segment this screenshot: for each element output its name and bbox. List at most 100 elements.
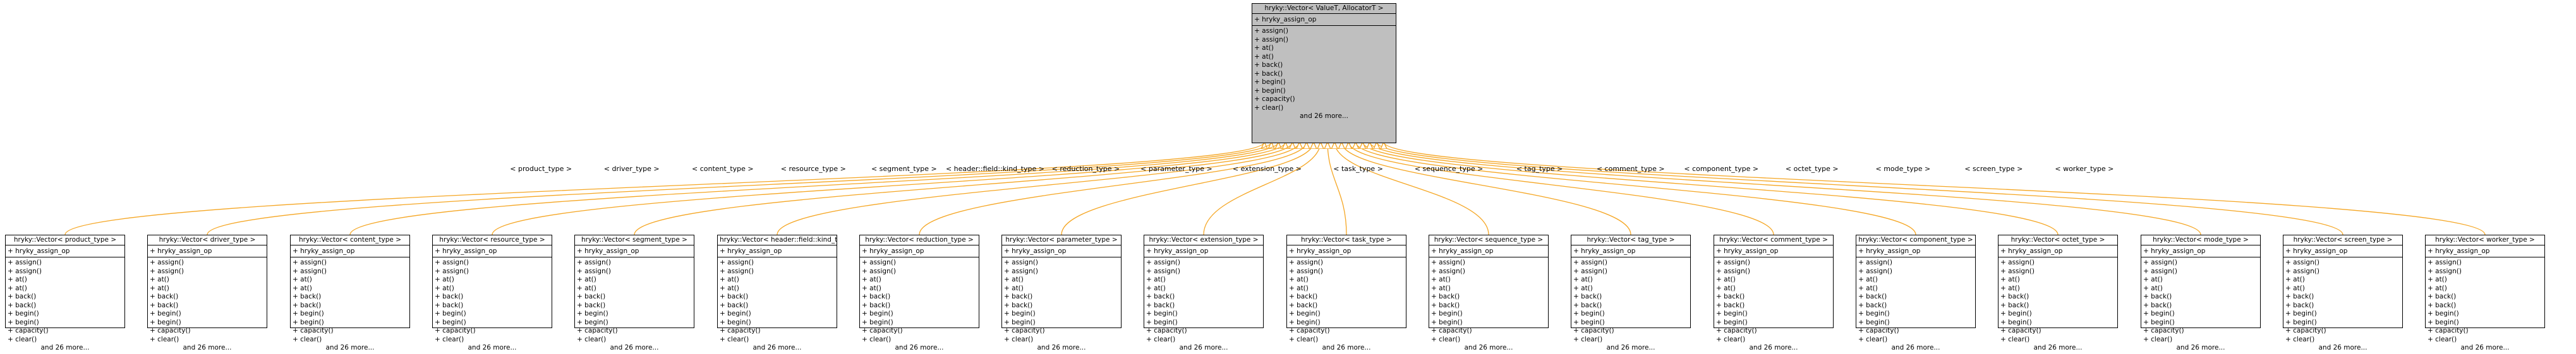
base-class-attribute: + hryky_assign_op [1252,14,1396,26]
derived-class-node[interactable]: hryky::Vector< comment_type >+ hryky_ass… [1714,235,1834,351]
base-class-title: hryky::Vector< ValueT, AllocatorT > [1252,4,1396,14]
derived-class-node[interactable]: hryky::Vector< product_type >+ hryky_ass… [5,235,125,351]
derived-operation: + assign() [1146,267,1180,275]
derived-operation: + assign() [2428,259,2462,266]
derived-operation: + assign() [1716,259,1750,266]
derived-class-title: hryky::Vector< sequence_type > [1429,235,1548,245]
derived-more-label: and 26 more... [1037,344,1086,351]
edge-label: < task_type > [1333,165,1383,173]
derived-class-node[interactable]: hryky::Vector< extension_type >+ hryky_a… [1144,235,1264,351]
derived-operation: + back() [1716,301,1745,309]
derived-class-node[interactable]: hryky::Vector< task_type >+ hryky_assign… [1286,235,1406,351]
derived-operation: + at() [2000,276,2020,283]
inheritance-edge [1061,142,1314,235]
edge-label: < worker_type > [2055,165,2114,173]
derived-operation: + begin() [8,310,39,317]
derived-class-attribute: + hryky_assign_op [1714,245,1833,257]
edge-label: < screen_type > [1964,165,2023,173]
derived-operation: + capacity() [1004,327,1045,334]
derived-more-label: and 26 more... [468,344,517,351]
derived-operation: + begin() [862,318,893,326]
derived-class-title: hryky::Vector< mode_type > [2141,235,2260,245]
derived-operation: + begin() [150,310,181,317]
derived-operation: + capacity() [150,327,191,334]
derived-class-attribute: + hryky_assign_op [1429,245,1548,257]
derived-operation: + capacity() [1431,327,1472,334]
derived-operation: + at() [1573,276,1593,283]
derived-operation: + capacity() [8,327,49,334]
derived-class-title: hryky::Vector< reduction_type > [860,235,979,245]
derived-operation: + at() [577,284,596,292]
derived-class-title: hryky::Vector< product_type > [6,235,124,245]
derived-operation: + begin() [293,318,324,326]
derived-class-attribute: + hryky_assign_op [1002,245,1121,257]
base-operation: + back() [1254,61,1283,69]
derived-operation: + begin() [2000,310,2032,317]
derived-operation: + at() [1004,276,1024,283]
derived-operation: + clear() [1573,335,1603,343]
derived-class-node[interactable]: hryky::Vector< octet_type >+ hryky_assig… [1998,235,2118,351]
derived-operation: + begin() [577,318,608,326]
derived-class-operations: + assign()+ assign()+ at()+ at()+ back()… [1571,257,1690,354]
derived-class-title: hryky::Vector< header::field::kind_type … [718,235,837,245]
derived-operation: + at() [2285,284,2305,292]
derived-class-node[interactable]: hryky::Vector< reduction_type >+ hryky_a… [859,235,979,351]
derived-operation: + back() [1573,301,1602,309]
derived-operation: + at() [1858,284,1878,292]
derived-operation: + back() [1289,293,1318,300]
derived-class-node[interactable]: hryky::Vector< parameter_type >+ hryky_a… [1001,235,1122,351]
derived-operation: + back() [293,293,322,300]
derived-class-node[interactable]: hryky::Vector< sequence_type >+ hryky_as… [1429,235,1549,351]
derived-class-node[interactable]: hryky::Vector< segment_type >+ hryky_ass… [574,235,694,351]
inheritance-diagram: hryky::Vector< ValueT, AllocatorT > + hr… [5,3,2545,351]
derived-operation: + back() [720,301,749,309]
derived-class-attribute: + hryky_assign_op [6,245,124,257]
derived-operation: + back() [435,301,464,309]
derived-class-attribute: + hryky_assign_op [860,245,979,257]
derived-operation: + capacity() [293,327,334,334]
derived-operation: + at() [150,276,169,283]
derived-class-operations: + assign()+ assign()+ at()+ at()+ back()… [1856,257,1975,354]
derived-operation: + assign() [435,267,469,275]
derived-operation: + back() [1716,293,1745,300]
base-class-node[interactable]: hryky::Vector< ValueT, AllocatorT > + hr… [1252,3,1396,143]
derived-class-title: hryky::Vector< content_type > [291,235,409,245]
derived-class-title: hryky::Vector< octet_type > [1999,235,2117,245]
derived-operation: + begin() [1716,310,1748,317]
derived-operation: + clear() [435,335,464,343]
inheritance-edge [777,142,1300,235]
derived-class-node[interactable]: hryky::Vector< header::field::kind_type … [717,235,837,351]
derived-operation: + at() [1289,276,1309,283]
derived-class-node[interactable]: hryky::Vector< tag_type >+ hryky_assign_… [1571,235,1691,351]
derived-operation: + assign() [2143,259,2177,266]
derived-operation: + begin() [577,310,608,317]
derived-operation: + at() [1146,284,1166,292]
derived-class-node[interactable]: hryky::Vector< resource_type >+ hryky_as… [432,235,552,351]
derived-class-node[interactable]: hryky::Vector< content_type >+ hryky_ass… [290,235,410,351]
edge-label: < header::field::kind_type > [945,165,1044,173]
derived-operation: + begin() [2285,318,2317,326]
derived-class-attribute: + hryky_assign_op [1999,245,2117,257]
derived-operation: + clear() [1289,335,1319,343]
derived-operation: + at() [1289,284,1309,292]
derived-operation: + at() [1431,276,1451,283]
derived-class-node[interactable]: hryky::Vector< driver_type >+ hryky_assi… [147,235,267,351]
derived-class-node[interactable]: hryky::Vector< mode_type >+ hryky_assign… [2141,235,2261,351]
derived-class-operations: + assign()+ assign()+ at()+ at()+ back()… [718,257,837,354]
derived-operation: + back() [1146,301,1175,309]
derived-class-node[interactable]: hryky::Vector< component_type >+ hryky_a… [1856,235,1976,351]
derived-operation: + clear() [293,335,322,343]
derived-operation: + clear() [720,335,749,343]
derived-operation: + at() [1716,284,1736,292]
derived-class-operations: + assign()+ assign()+ at()+ at()+ back()… [2283,257,2402,354]
derived-operation: + begin() [435,318,466,326]
edge-label: < content_type > [692,165,754,173]
derived-operation: + assign() [293,259,327,266]
derived-class-attribute: + hryky_assign_op [2426,245,2544,257]
derived-class-title: hryky::Vector< tag_type > [1571,235,1690,245]
derived-class-operations: + assign()+ assign()+ at()+ at()+ back()… [148,257,267,354]
derived-operation: + clear() [862,335,892,343]
derived-class-node[interactable]: hryky::Vector< screen_type >+ hryky_assi… [2283,235,2403,351]
derived-class-node[interactable]: hryky::Vector< worker_type >+ hryky_assi… [2425,235,2545,351]
derived-operation: + begin() [1146,318,1178,326]
